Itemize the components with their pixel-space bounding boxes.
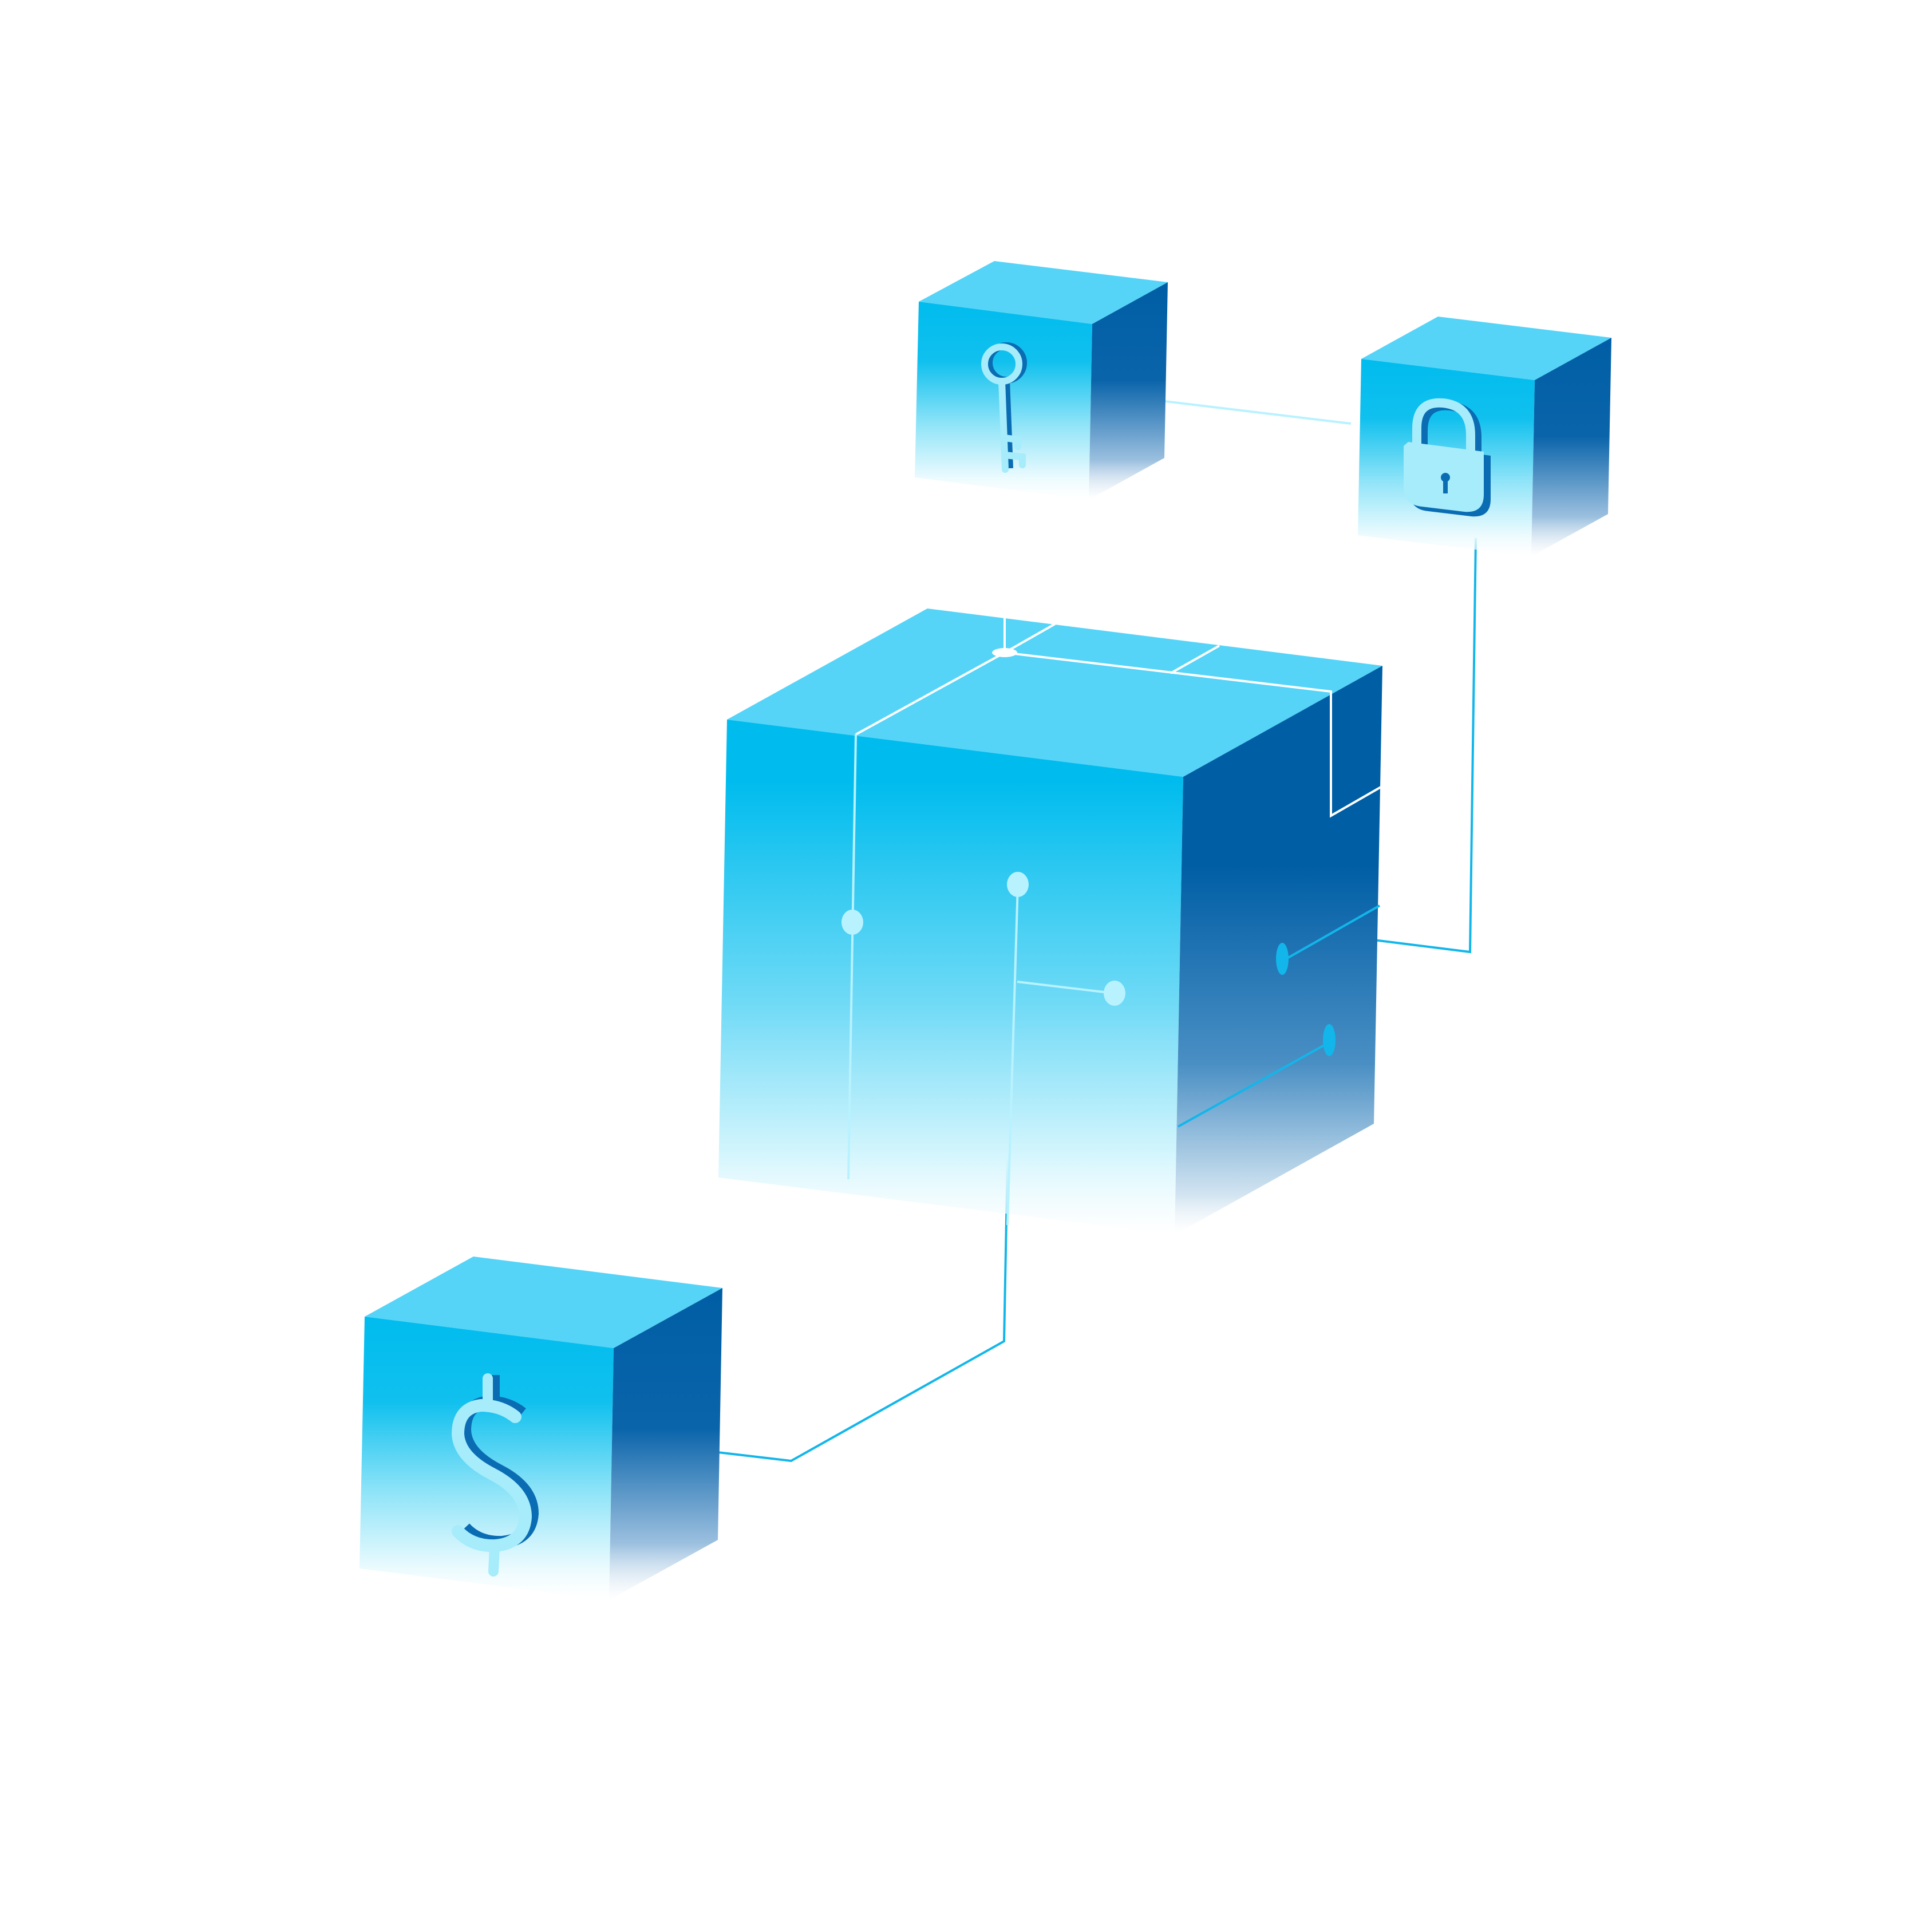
main-block-top-face — [727, 609, 1382, 777]
lock-block-top-face — [1361, 317, 1611, 380]
padlock-icon — [1404, 398, 1491, 517]
key-block-top-face — [919, 261, 1168, 324]
main-block-front-face — [718, 720, 1183, 1235]
node-dot — [841, 910, 863, 935]
lock-block-side-face — [1531, 338, 1611, 556]
dollar-block-side-face — [609, 1288, 722, 1600]
dollar-sign-icon — [451, 1373, 539, 1577]
key-icon — [981, 342, 1027, 473]
lock-block — [1358, 317, 1611, 556]
main-block — [718, 609, 1382, 1235]
key-block — [915, 261, 1168, 500]
dollar-block-top-face — [365, 1257, 722, 1348]
node-dot — [1323, 1024, 1336, 1056]
node-dot — [1007, 872, 1029, 897]
main-block-circuit — [841, 617, 1381, 1226]
key-block-side-face — [1089, 282, 1168, 500]
dollar-block — [359, 1257, 722, 1600]
node-dot — [1276, 943, 1289, 975]
node-dot — [1104, 981, 1125, 1006]
main-to-dollar-line — [659, 1097, 1010, 1463]
